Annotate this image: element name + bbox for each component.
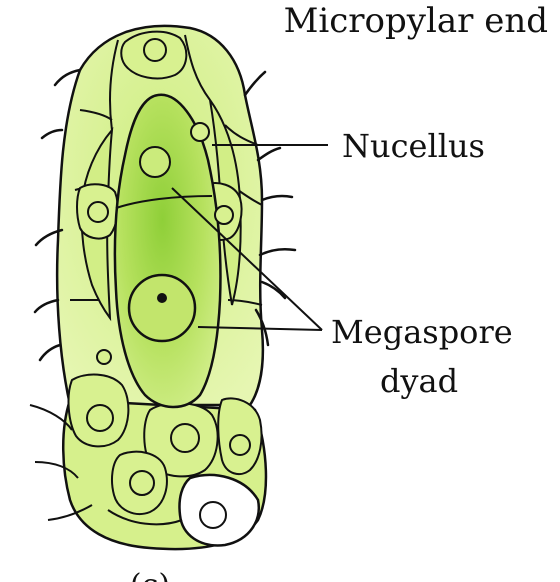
nucleus-left-mid (87, 201, 109, 223)
surface-hairs (33, 68, 297, 362)
nucellus-label: Nucellus (342, 127, 485, 165)
megaspore-label: Megaspore (331, 313, 513, 351)
nucleus-right-mid (214, 205, 234, 225)
megaspore-pointer-lower (197, 326, 323, 331)
dyad-label: dyad (380, 362, 458, 400)
nucleus-top-cap (143, 38, 167, 62)
micropylar-end-label: Micropylar end (284, 1, 548, 41)
nucleus-left-lower (86, 404, 114, 432)
megaspore-pointer-upper (171, 187, 323, 331)
dyad-partition-wall (115, 195, 213, 209)
background-cell-lines (29, 404, 183, 526)
nucleus-upper-right (190, 122, 210, 142)
nucleus-small-left (96, 349, 112, 365)
panel-marker-label: (c) (130, 568, 170, 582)
nucleus-white-cell (199, 501, 227, 529)
nucleus-lower-dyad (127, 273, 197, 343)
nucleolus (157, 293, 167, 303)
nucleus-right-lower (229, 434, 251, 456)
nucleus-upper-dyad (139, 146, 171, 178)
nucleus-bottom-mid (170, 423, 200, 453)
nucleus-bottom-left (129, 470, 155, 496)
